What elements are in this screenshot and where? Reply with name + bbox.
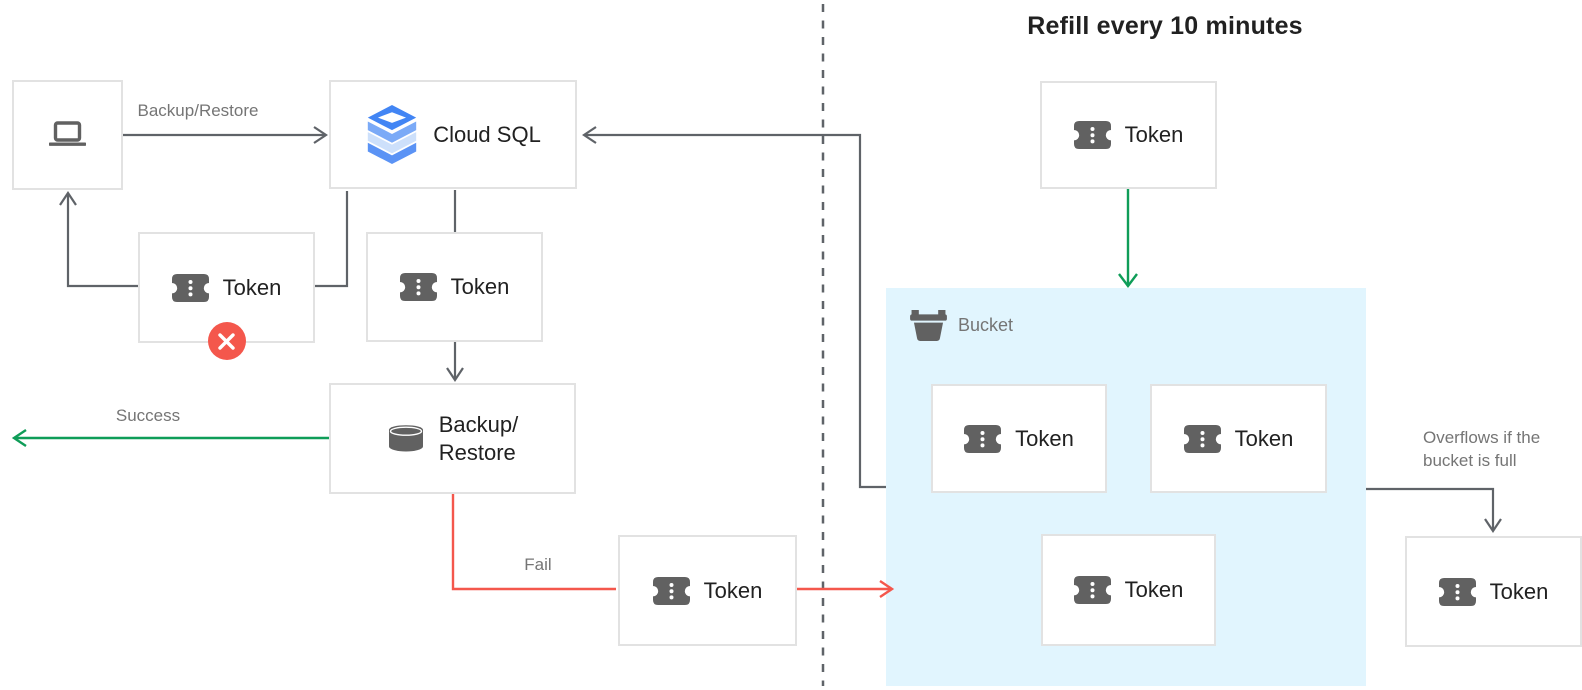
token-label: Token [1489, 578, 1549, 604]
database-icon [387, 425, 425, 452]
edge-token-to-backup [446, 342, 464, 382]
bucket-icon [910, 310, 947, 341]
token-icon [399, 273, 437, 301]
edge-bucket-to-cloudsql [582, 126, 886, 489]
token-label: Token [450, 274, 510, 299]
token-icon [171, 273, 209, 302]
token-box-bucket-2: Token [1150, 384, 1327, 493]
token-label: Token [222, 274, 282, 300]
token-label: Token [1124, 122, 1184, 147]
edge-success [11, 429, 329, 447]
edge-label-overflow: Overflows if the bucket is full [1423, 426, 1540, 472]
token-label: Token [1015, 425, 1074, 451]
cloud-sql-label: Cloud SQL [433, 121, 541, 147]
edge-label-fail: Fail [524, 555, 552, 574]
edge-label-backup-restore: Backup/Restore [137, 101, 259, 120]
token-icon [1183, 424, 1221, 453]
token-box-overflow: Token [1405, 536, 1582, 647]
token-box-fail: Token [618, 535, 797, 646]
bucket-label: Bucket [958, 315, 1014, 335]
token-icon [964, 424, 1002, 453]
edge-client-to-cloudsql [123, 126, 328, 144]
edge-token-to-client [59, 191, 138, 288]
backup-restore-label-line1: Backup/ [438, 411, 519, 437]
edge-refill [1118, 189, 1138, 288]
token-box-bucket-1: Token [931, 384, 1107, 493]
token-box-rejected: Token [138, 232, 315, 360]
token-icon [1073, 576, 1111, 604]
edge-fail-to-bucket [797, 580, 895, 598]
edge-bucket-overflow [1366, 487, 1502, 533]
laptop-icon [49, 121, 86, 149]
rejected-x-icon [207, 322, 246, 360]
backup-restore-label-line2: Restore [438, 439, 516, 465]
edge-label-overflow-line2: bucket is full [1423, 451, 1517, 470]
cloud-sql-icon [365, 104, 419, 165]
token-box-refill: Token [1040, 81, 1217, 189]
client-node [12, 80, 123, 190]
cloud-sql-node: Cloud SQL [329, 80, 577, 189]
bucket-header: Bucket [910, 310, 1013, 341]
token-label: Token [1234, 425, 1294, 451]
token-label: Token [1124, 577, 1184, 602]
token-icon [1073, 121, 1111, 149]
token-label: Token [703, 577, 763, 603]
token-box-cloud-sql: Token [366, 232, 543, 342]
token-box-bucket-3: Token [1041, 534, 1216, 646]
edge-label-success: Success [115, 406, 181, 425]
token-icon [1438, 577, 1476, 606]
backup-restore-node: Backup/ Restore [329, 383, 576, 494]
token-icon [652, 576, 690, 605]
edge-token-to-cloudsql [315, 191, 349, 288]
refill-title: Refill every 10 minutes [1027, 12, 1303, 40]
edge-label-overflow-line1: Overflows if the [1423, 428, 1541, 447]
